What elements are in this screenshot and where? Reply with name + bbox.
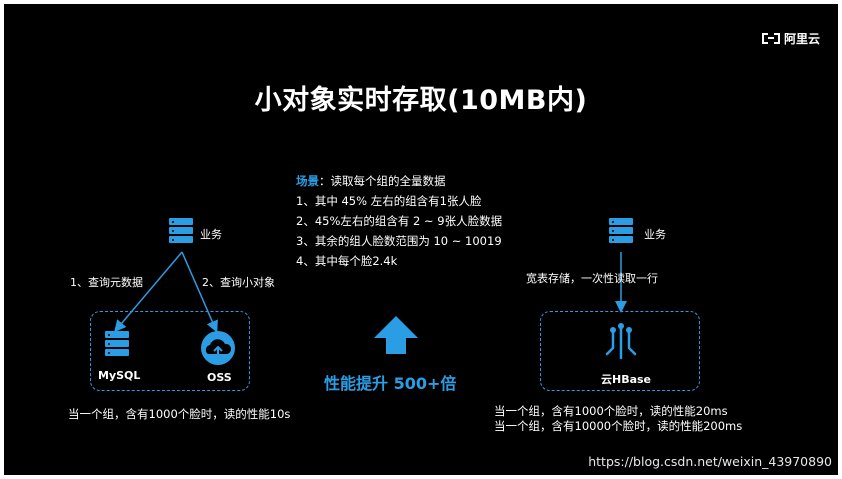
server-icon bbox=[169, 218, 193, 245]
right-business-label: 业务 bbox=[644, 228, 666, 241]
left-storage-box bbox=[90, 311, 250, 391]
connector-lines bbox=[114, 251, 627, 333]
right-perf-note: 当一个组，含有1000个脸时，读的性能20ms bbox=[494, 404, 728, 418]
watermark: https://blog.csdn.net/weixin_43970890 bbox=[588, 454, 832, 469]
slide-title: 小对象实时存取(10MB内) bbox=[254, 85, 588, 116]
scene-label: 场景 bbox=[296, 174, 319, 188]
scene-item: 2、45%左右的组含有 2 ~ 9张人脸数据 bbox=[296, 214, 503, 228]
hbase-box bbox=[540, 311, 700, 391]
brand-logo: 阿里云 bbox=[761, 30, 820, 47]
arrow-to-mysql bbox=[114, 251, 183, 333]
right-server-icon bbox=[609, 218, 633, 245]
scene-header: 场景：读取每个组的全量数据 bbox=[296, 171, 502, 191]
perf-gain: 性能提升 500+倍 bbox=[324, 374, 457, 393]
slide: 阿里云 小对象实时存取(10MB内) 场景：读取每个组的全量数据 1、其中 45… bbox=[4, 4, 838, 475]
mysql-label: MySQL bbox=[98, 369, 141, 382]
scene-desc: ：读取每个组的全量数据 bbox=[319, 174, 446, 188]
aliyun-logo-icon bbox=[761, 33, 780, 44]
arrow-to-oss bbox=[181, 251, 218, 333]
hbase-label: 云HBase bbox=[601, 373, 652, 386]
mysql-server-icon bbox=[105, 331, 129, 358]
brand-name: 阿里云 bbox=[783, 32, 820, 46]
scene-item: 3、其余的组人脸数范围为 10 ~ 10019 bbox=[296, 234, 502, 248]
hbase-circuit-icon bbox=[605, 323, 637, 360]
storage-note: 宽表存储，一次性读取一行 bbox=[526, 272, 658, 285]
scene-block: 场景：读取每个组的全量数据 1、其中 45% 左右的组含有1张人脸 2、45%左… bbox=[296, 171, 502, 271]
left-business-label: 业务 bbox=[200, 228, 222, 241]
scene-item: 4、其中每个脸2.4k bbox=[296, 254, 398, 268]
left-perf-note: 当一个组，含有1000个脸时，读的性能10s bbox=[68, 407, 291, 421]
right-perf-note: 当一个组，含有10000个脸时，读的性能200ms bbox=[494, 419, 743, 433]
query-meta-label: 1、查询元数据 bbox=[70, 276, 143, 289]
query-small-label: 2、查询小对象 bbox=[202, 276, 275, 289]
scene-item: 1、其中 45% 左右的组含有1张人脸 bbox=[296, 194, 482, 208]
oss-cloud-icon bbox=[201, 331, 235, 365]
oss-label: OSS bbox=[207, 371, 232, 384]
up-arrow-icon bbox=[374, 316, 418, 354]
